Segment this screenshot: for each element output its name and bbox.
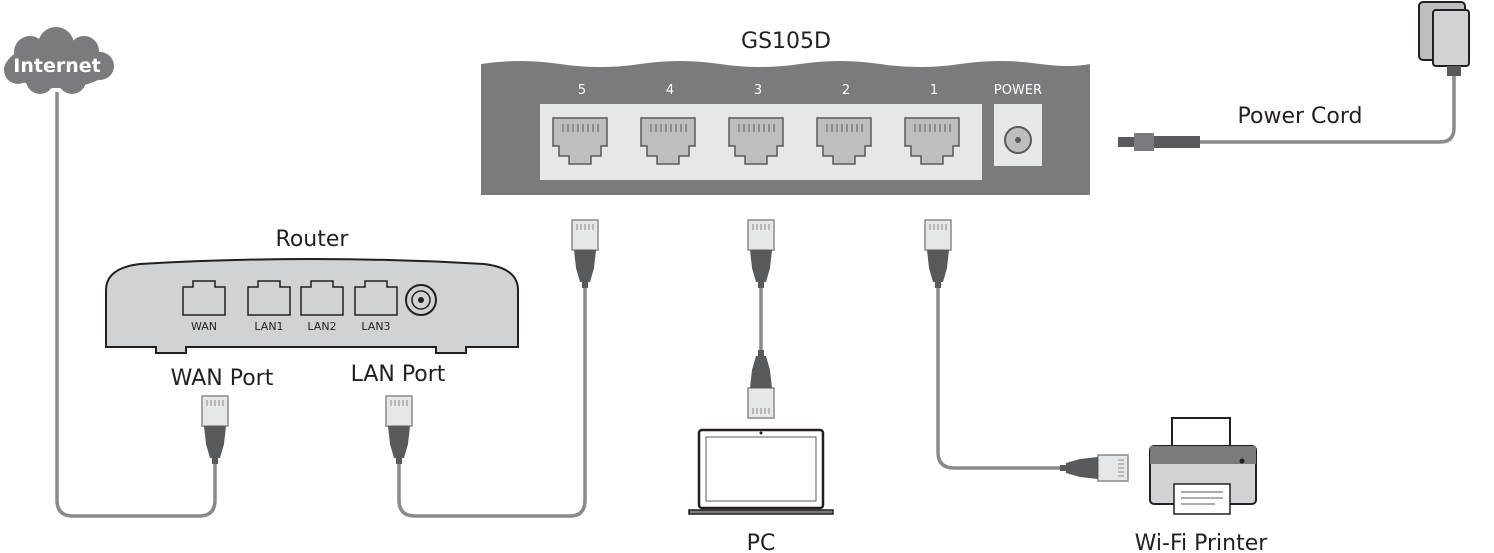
- switch-printer-cable: [936, 282, 1066, 470]
- router-lan3-jack: [354, 280, 398, 316]
- switch-port-5-plug-icon: [571, 219, 599, 289]
- router-wan-jack: [182, 280, 226, 316]
- router-title: Router: [276, 227, 350, 252]
- cables: [55, 66, 1456, 518]
- switch-port-3-plug-icon: [747, 219, 775, 289]
- switch-port-5-label: 5: [578, 83, 586, 98]
- power-adapter-icon: [1418, 1, 1470, 76]
- router-port-wan-label: WAN: [191, 320, 217, 333]
- router-port-lan1-label: LAN1: [254, 320, 283, 333]
- router-switch-cable: [397, 282, 587, 518]
- printer-label: Wi-Fi Printer: [1135, 531, 1269, 553]
- lan-cable-plug-icon: [385, 395, 413, 465]
- internet-label: Internet: [13, 55, 100, 77]
- wan-port-label: WAN Port: [171, 366, 274, 391]
- internet-cloud: Internet: [4, 27, 114, 94]
- router-lan1-jack: [247, 280, 291, 316]
- power-cord-label: Power Cord: [1238, 104, 1363, 129]
- switch-model-label: GS105D: [741, 29, 831, 54]
- power-cord-plug-icon: [1118, 133, 1200, 151]
- router-device: WAN LAN1 LAN2 LAN3: [105, 258, 519, 354]
- switch-port-1-label: 1: [930, 83, 938, 98]
- router-port-lan3-label: LAN3: [361, 320, 390, 333]
- switch-device: 5 4 3 2 1 POWER: [481, 61, 1090, 195]
- switch-port-4-label: 4: [666, 83, 674, 98]
- switch-power-label: POWER: [994, 83, 1042, 98]
- wan-cable-plug-icon: [201, 395, 229, 465]
- lan-port-label: LAN Port: [351, 362, 446, 387]
- router-port-lan2-label: LAN2: [307, 320, 336, 333]
- switch-port-2-label: 2: [842, 83, 850, 98]
- printer-icon: [1149, 417, 1257, 515]
- switch-port-3-label: 3: [754, 83, 762, 98]
- laptop-icon: [688, 428, 834, 515]
- power-cord-cable: [1200, 66, 1456, 144]
- pc-label: PC: [747, 531, 776, 553]
- router-lan2-jack: [300, 280, 344, 316]
- router-power-jack: [405, 284, 437, 316]
- internet-cable: [55, 92, 217, 518]
- printer-cable-plug-icon: [1059, 454, 1129, 482]
- switch-port-1-plug-icon: [924, 219, 952, 289]
- pc-cable-plug-icon: [747, 349, 775, 419]
